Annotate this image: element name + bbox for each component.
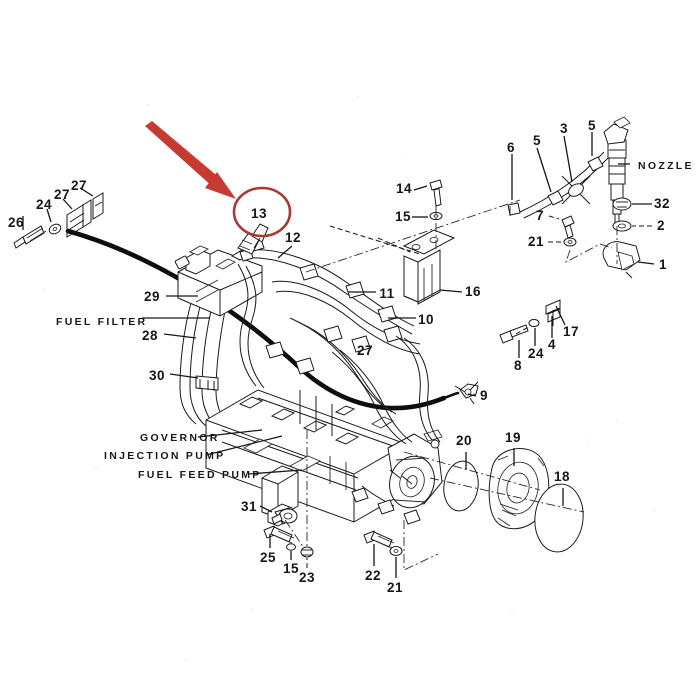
scan-noise bbox=[43, 95, 656, 661]
leader-24 bbox=[46, 208, 52, 223]
callout-13: 13 bbox=[251, 206, 267, 221]
leader-14 bbox=[413, 185, 428, 191]
leader-injection-pump bbox=[205, 435, 283, 456]
leader-12 bbox=[277, 245, 293, 259]
callout-10: 10 bbox=[418, 312, 434, 327]
callout-27b: 27 bbox=[71, 178, 87, 193]
label-injection-pump: INJECTION PUMP bbox=[104, 450, 225, 462]
plunger-bores bbox=[238, 396, 360, 445]
part-label-text-layer: FUEL FILTER GOVERNOR INJECTION PUMP FUEL… bbox=[56, 160, 694, 481]
label-nozzle: NOZZLE bbox=[638, 160, 694, 172]
red-ellipse bbox=[232, 186, 292, 238]
callout-7: 7 bbox=[536, 208, 544, 223]
label-leaders bbox=[142, 199, 521, 475]
washer-24 bbox=[48, 223, 62, 235]
callout-27a: 27 bbox=[54, 187, 70, 202]
callout-14: 14 bbox=[396, 181, 412, 196]
callout-24: 24 bbox=[36, 197, 52, 212]
callout-5b: 5 bbox=[588, 118, 596, 133]
leader-7 bbox=[548, 215, 560, 220]
callout-9: 9 bbox=[480, 388, 488, 403]
callout-31: 31 bbox=[241, 499, 257, 514]
callout-25: 25 bbox=[260, 550, 276, 565]
leader-fuel-feed-pump bbox=[247, 469, 303, 475]
pump-cover-group bbox=[403, 381, 585, 571]
leader-27b bbox=[79, 187, 94, 197]
callout-28: 28 bbox=[142, 328, 158, 343]
lower-fastener-group bbox=[259, 430, 403, 578]
callout-30: 30 bbox=[149, 368, 165, 383]
callout-22: 22 bbox=[365, 568, 381, 583]
callout-12: 12 bbox=[285, 230, 301, 245]
callout-26: 26 bbox=[8, 215, 24, 230]
nozzle-assembly bbox=[507, 116, 655, 279]
callout-18: 18 bbox=[554, 469, 570, 484]
leader-9 bbox=[467, 393, 477, 397]
label-fuel-feed-pump: FUEL FEED PUMP bbox=[138, 469, 262, 481]
callout-2: 2 bbox=[657, 218, 665, 233]
leader-16 bbox=[439, 289, 463, 293]
leader-27a bbox=[62, 198, 73, 210]
callout-24b: 24 bbox=[528, 346, 544, 361]
callout-21a: 21 bbox=[528, 234, 544, 249]
filter-bracket-27 bbox=[66, 192, 104, 238]
fuel-filter-assembly bbox=[13, 187, 104, 249]
leader-governor bbox=[197, 429, 263, 438]
pipe-unions bbox=[239, 235, 403, 375]
leader-17 bbox=[555, 305, 566, 326]
leader-31 bbox=[259, 505, 273, 513]
callout-19: 19 bbox=[505, 430, 521, 445]
callout-4: 4 bbox=[548, 337, 556, 352]
callout-20: 20 bbox=[456, 433, 472, 448]
red-annotation-layer bbox=[145, 121, 292, 238]
callout-27c: 27 bbox=[357, 343, 373, 358]
callout-17: 17 bbox=[563, 324, 579, 339]
callout-21b: 21 bbox=[387, 580, 403, 595]
callout-29: 29 bbox=[144, 289, 160, 304]
callout-23: 23 bbox=[299, 570, 315, 585]
dash-guide bbox=[329, 225, 421, 255]
injection-pump-body bbox=[174, 245, 443, 527]
part-13-bracket bbox=[251, 223, 269, 249]
red-arrow-shaft bbox=[145, 121, 222, 188]
clip-3 bbox=[561, 175, 591, 205]
callout-16: 16 bbox=[465, 284, 481, 299]
callout-5a: 5 bbox=[533, 133, 541, 148]
leader-5a bbox=[536, 147, 552, 193]
leader-30 bbox=[169, 373, 199, 379]
callout-11: 11 bbox=[379, 286, 394, 301]
fastener-group-17 bbox=[499, 299, 566, 358]
red-arrow-head bbox=[205, 172, 236, 199]
label-governor: GOVERNOR bbox=[140, 432, 220, 444]
bolt-26 bbox=[13, 225, 47, 249]
leader-28 bbox=[163, 333, 197, 339]
callout-number-layer: 26 24 27 27 29 28 30 13 12 11 10 27 14 1… bbox=[8, 118, 670, 595]
callout-15b: 15 bbox=[283, 561, 299, 576]
callout-15a: 15 bbox=[395, 209, 411, 224]
leader-1 bbox=[637, 261, 655, 265]
callout-3: 3 bbox=[560, 121, 568, 136]
bracket-assembly-16 bbox=[377, 179, 463, 305]
callout-6: 6 bbox=[507, 140, 515, 155]
callout-1: 1 bbox=[659, 257, 667, 272]
callout-32: 32 bbox=[654, 196, 670, 211]
injection-pipe-network bbox=[237, 223, 441, 525]
label-fuel-filter: FUEL FILTER bbox=[56, 316, 147, 328]
callout-8: 8 bbox=[514, 358, 522, 373]
leader-3 bbox=[563, 135, 573, 183]
